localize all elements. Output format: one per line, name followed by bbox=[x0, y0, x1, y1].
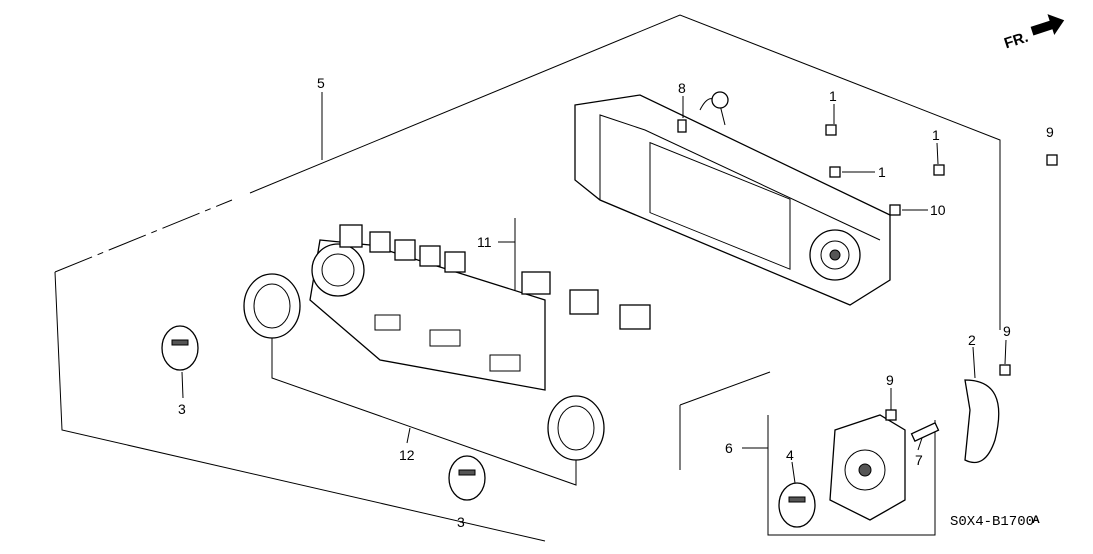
callout-1: 1 bbox=[932, 127, 940, 143]
callout-9: 9 bbox=[886, 372, 894, 388]
callout-9: 9 bbox=[1003, 323, 1011, 339]
control-unit-housing bbox=[574, 91, 891, 306]
callout-3: 3 bbox=[178, 401, 186, 417]
callout-7: 7 bbox=[915, 452, 923, 468]
callout-1: 1 bbox=[878, 164, 886, 180]
fasteners bbox=[677, 119, 1058, 442]
callout-11: 11 bbox=[477, 234, 492, 250]
callout-1: 1 bbox=[829, 88, 837, 104]
callout-9: 9 bbox=[1046, 124, 1054, 140]
callout-2: 2 bbox=[968, 332, 976, 348]
callout-5: 5 bbox=[317, 75, 325, 91]
leader-lines bbox=[181, 92, 1007, 486]
callout-4: 4 bbox=[786, 447, 794, 463]
cover-plate bbox=[964, 379, 1000, 464]
callout-8: 8 bbox=[678, 80, 686, 96]
arrow-right-icon bbox=[1030, 14, 1065, 36]
front-direction-indicator: FR. bbox=[1002, 14, 1065, 53]
diagram-code-suffix: A bbox=[1032, 514, 1040, 526]
callout-10: 10 bbox=[930, 202, 946, 218]
diagram-code: S0X4-B1700 bbox=[950, 514, 1034, 530]
knobs bbox=[161, 325, 816, 528]
callout-3: 3 bbox=[457, 514, 465, 530]
assembly-outline bbox=[54, 14, 1001, 542]
callout-6: 6 bbox=[725, 440, 733, 456]
button-set bbox=[339, 224, 651, 330]
direction-label: FR. bbox=[1002, 29, 1030, 53]
knob-rings bbox=[243, 273, 605, 461]
switch-unit bbox=[767, 414, 936, 536]
callout-12: 12 bbox=[399, 447, 415, 463]
